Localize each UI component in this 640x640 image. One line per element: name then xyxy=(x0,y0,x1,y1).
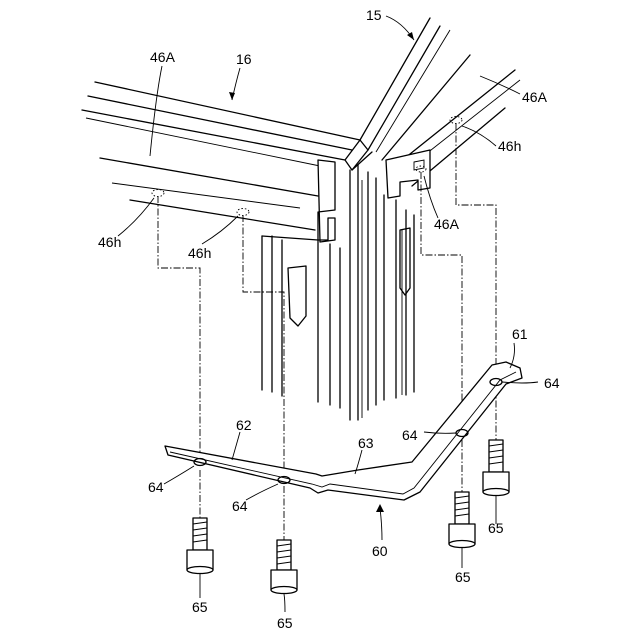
reference-labels: 15 16 46A 46A 46h 46A 46h 46h 61 62 63 6… xyxy=(98,7,560,631)
label-frame-15: 15 xyxy=(366,7,382,23)
label-plate-61: 61 xyxy=(512,326,528,342)
label-bolt-65-b: 65 xyxy=(277,615,293,631)
label-46h-right: 46h xyxy=(498,138,521,154)
frame-15-rail xyxy=(352,18,520,198)
label-hole-64-a: 64 xyxy=(148,479,164,495)
label-hole-64-c: 64 xyxy=(402,427,418,443)
bolt-65-b xyxy=(271,540,297,594)
hole-46h-mid xyxy=(237,209,249,216)
label-bolt-65-c: 65 xyxy=(455,569,471,585)
label-46h-mid: 46h xyxy=(188,245,211,261)
label-hole-64-d: 64 xyxy=(544,375,560,391)
label-bolt-65-d: 65 xyxy=(488,520,504,536)
label-46A-mid: 46A xyxy=(434,216,460,232)
vertical-post xyxy=(350,165,414,420)
label-plate-63: 63 xyxy=(358,435,374,451)
label-46A-right: 46A xyxy=(522,89,548,105)
label-hole-64-b: 64 xyxy=(232,498,248,514)
left-channel xyxy=(262,236,340,408)
hole-46h-left xyxy=(152,190,164,197)
bolt-65-c xyxy=(449,492,475,548)
label-plate-60: 60 xyxy=(372,543,388,559)
frame-16-rail xyxy=(82,82,368,242)
label-plate-62: 62 xyxy=(236,417,252,433)
label-bolt-65-a: 65 xyxy=(192,599,208,615)
bolt-65-d xyxy=(483,440,509,496)
label-frame-16: 16 xyxy=(236,51,252,67)
leader-lines xyxy=(118,16,538,612)
bolt-65-a xyxy=(187,518,213,574)
label-46A-left: 46A xyxy=(150,49,176,65)
label-46h-left: 46h xyxy=(98,234,121,250)
bracket-plate-60 xyxy=(165,362,522,500)
